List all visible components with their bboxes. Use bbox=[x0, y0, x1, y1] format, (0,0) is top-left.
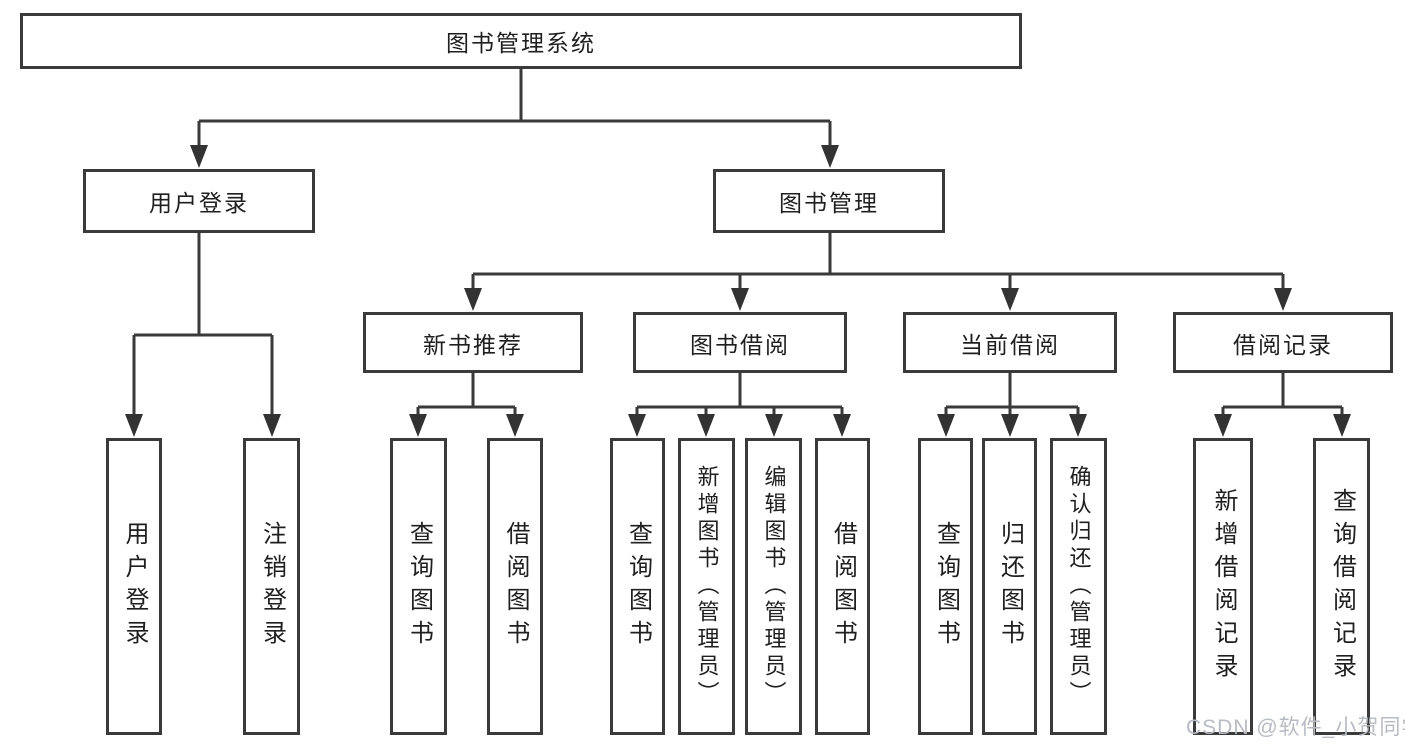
leaf-return-book: 归还图书 bbox=[982, 438, 1037, 735]
node-borrow-record: 借阅记录 bbox=[1173, 312, 1393, 373]
leaf-add-book-admin: 新增图书（管理员） bbox=[678, 438, 735, 735]
leaf-query-book-1: 查询图书 bbox=[390, 438, 447, 735]
leaf-query-borrow-record: 查询借阅记录 bbox=[1313, 438, 1370, 735]
leaf-user-login: 用户登录 bbox=[106, 438, 162, 735]
arrowheads bbox=[125, 145, 1351, 437]
leaf-query-book-3: 查询图书 bbox=[918, 438, 973, 735]
csdn-watermark: CSDN @软件_小贺同学 bbox=[1186, 716, 1405, 739]
leaf-borrow-book-2: 借阅图书 bbox=[815, 438, 870, 735]
node-book-borrow: 图书借阅 bbox=[633, 312, 847, 373]
leaf-query-book-2: 查询图书 bbox=[610, 438, 665, 735]
leaf-logout: 注销登录 bbox=[243, 438, 300, 735]
leaf-add-borrow-record: 新增借阅记录 bbox=[1193, 438, 1253, 735]
node-book-management: 图书管理 bbox=[713, 169, 945, 233]
leaf-borrow-book-1: 借阅图书 bbox=[487, 438, 543, 735]
leaf-edit-book-admin: 编辑图书（管理员） bbox=[745, 438, 802, 735]
node-user-login: 用户登录 bbox=[83, 169, 315, 233]
node-new-book-recommend: 新书推荐 bbox=[363, 312, 583, 373]
node-root: 图书管理系统 bbox=[20, 13, 1022, 69]
node-current-borrow: 当前借阅 bbox=[903, 312, 1117, 373]
leaf-confirm-return-admin: 确认归还（管理员） bbox=[1050, 438, 1107, 735]
